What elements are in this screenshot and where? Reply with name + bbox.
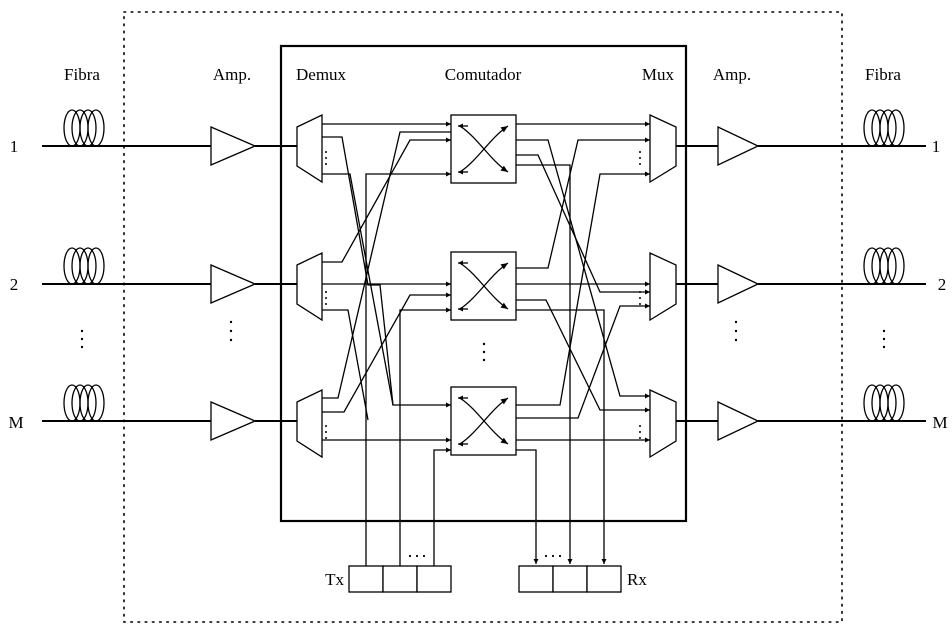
label-tx: Tx bbox=[325, 570, 344, 589]
fiber-coil-left-m bbox=[63, 384, 105, 422]
label-amp-right: Amp. bbox=[713, 65, 751, 84]
amplifier-right-m bbox=[717, 400, 760, 442]
port-right-m: M bbox=[932, 413, 947, 432]
label-rx: Rx bbox=[627, 570, 647, 589]
fiber-coil-left-1 bbox=[63, 109, 105, 147]
port-left-m: M bbox=[8, 413, 23, 432]
fiber-coil-right-m bbox=[863, 384, 905, 422]
port-left-2: 2 bbox=[10, 275, 19, 294]
demux-2 bbox=[296, 251, 327, 322]
amplifier-left-m bbox=[210, 401, 257, 441]
switch-1 bbox=[450, 114, 517, 184]
amplifier-left-2 bbox=[210, 264, 257, 304]
label-fibra-right: Fibra bbox=[865, 65, 901, 84]
fiber-coil-right-1 bbox=[863, 109, 905, 147]
label-fibra-left: Fibra bbox=[64, 65, 100, 84]
fiber-coil-left-2 bbox=[63, 247, 105, 285]
switch-m bbox=[450, 386, 517, 456]
label-demux: Demux bbox=[296, 65, 347, 84]
label-comutador: Comutador bbox=[445, 65, 522, 84]
label-amp-left: Amp. bbox=[213, 65, 251, 84]
tx-bank bbox=[348, 554, 452, 593]
mux-m bbox=[639, 388, 677, 459]
node-boundary bbox=[123, 11, 843, 623]
port-left-1: 1 bbox=[10, 137, 19, 156]
demux-1 bbox=[296, 113, 327, 184]
internal-wiring bbox=[322, 121, 650, 566]
port-right-2: 2 bbox=[938, 275, 947, 294]
port-right-1: 1 bbox=[932, 137, 941, 156]
switch-2 bbox=[450, 251, 517, 321]
mux-2 bbox=[639, 251, 677, 322]
amplifier-left-1 bbox=[210, 126, 257, 166]
demux-m bbox=[296, 388, 327, 459]
label-mux: Mux bbox=[642, 65, 675, 84]
amplifier-right-2 bbox=[717, 263, 760, 305]
row-ellipsis bbox=[80, 320, 886, 362]
mux-1 bbox=[639, 113, 677, 184]
amplifier-right-1 bbox=[717, 125, 760, 167]
rx-bank bbox=[518, 554, 622, 593]
fiber-coil-right-2 bbox=[863, 247, 905, 285]
